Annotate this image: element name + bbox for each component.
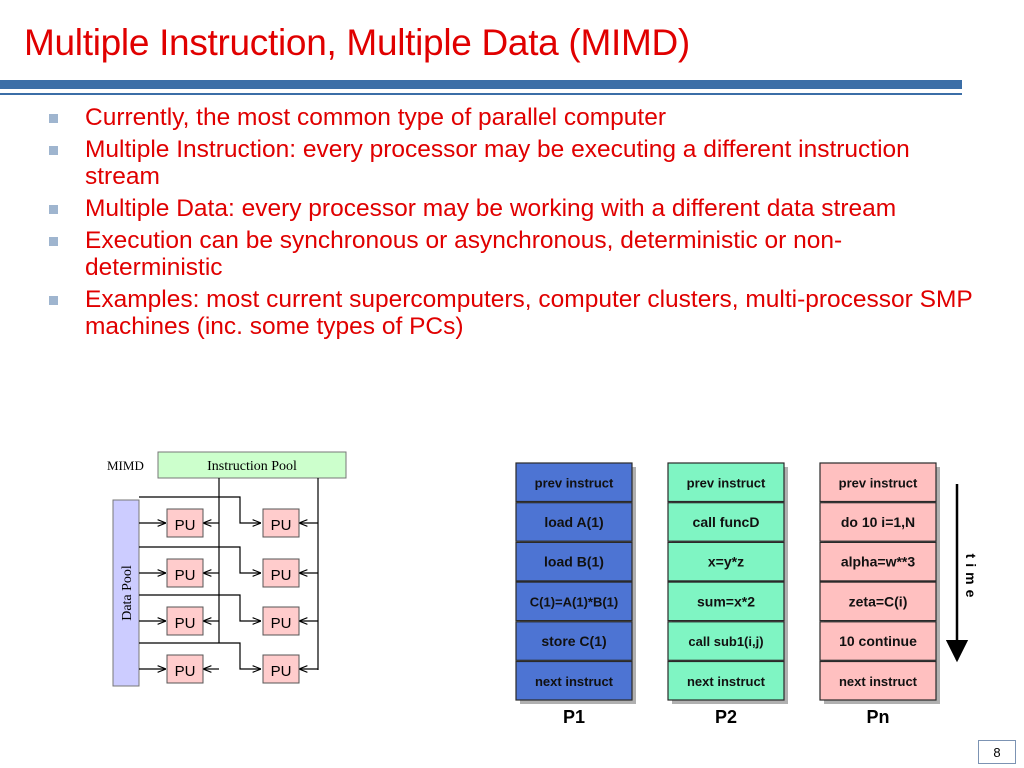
processor-label: Pn (866, 707, 889, 727)
pu-box (166, 558, 204, 588)
instruction-cell (515, 541, 633, 582)
processor-label: P1 (563, 707, 585, 727)
instruction-text: x=y*z (708, 554, 744, 570)
instruction-cell (515, 581, 633, 622)
instruction-text: do 10 i=1,N (841, 514, 915, 530)
connector-lines (139, 496, 318, 669)
bullet-item: Multiple Instruction: every processor ma… (47, 136, 977, 190)
pu-label: PU (271, 615, 292, 632)
instruction-pool-label: Instruction Pool (207, 459, 297, 474)
pu-label: PU (175, 567, 196, 584)
instruction-cell (819, 660, 937, 701)
instruction-text: next instruct (687, 674, 766, 689)
instruction-cell (667, 660, 785, 701)
instruction-text: call sub1(i,j) (688, 634, 763, 649)
instruction-cell (819, 581, 937, 622)
instruction-cell (667, 502, 785, 542)
instruction-cell (819, 541, 937, 582)
instruction-cell (819, 462, 937, 503)
instruction-text: load A(1) (544, 514, 603, 530)
instruction-text: next instruct (839, 674, 918, 689)
processor-label: P2 (715, 707, 737, 727)
bullet-text: Execution can be synchronous or asynchro… (85, 227, 843, 281)
bullet-square-icon (49, 296, 58, 305)
bullet-text: Multiple Data: every processor may be wo… (85, 195, 897, 222)
instruction-text: sum=x*2 (697, 593, 755, 609)
instruction-lines (218, 478, 319, 670)
pu-label: PU (175, 615, 196, 632)
instruction-cell (667, 462, 785, 503)
bullet-text: Examples: most current supercomputers, c… (85, 286, 973, 340)
instruction-text: prev instruct (839, 475, 918, 490)
pu-label: PU (271, 517, 292, 534)
processor-streams: prev instruct load A(1) load B(1) C(1)=A(1)… (515, 462, 940, 727)
bullet-text: Currently, the most common type of paral… (85, 104, 666, 131)
instruction-text: alpha=w**3 (841, 554, 916, 570)
instruction-pool-box (157, 451, 347, 479)
bullet-item: Execution can be synchronous or asynchro… (47, 227, 977, 281)
instruction-text: next instruct (535, 674, 614, 689)
instruction-cell (667, 541, 785, 582)
instruction-text: store C(1) (541, 633, 606, 649)
instruction-text: C(1)=A(1)*B(1) (530, 594, 618, 609)
pu-box (262, 508, 300, 538)
data-pool-box (112, 499, 140, 687)
data-pool-label: Data Pool (120, 565, 135, 621)
instruction-cell (515, 462, 633, 503)
pu-box (262, 654, 300, 684)
bullet-item: Currently, the most common type of paral… (47, 104, 977, 131)
instruction-cell (667, 621, 785, 661)
bullet-square-icon (49, 114, 58, 123)
pu-box (262, 606, 300, 636)
instruction-text: load B(1) (544, 554, 604, 570)
title-rule-thin (0, 93, 962, 95)
bullet-square-icon (49, 205, 58, 214)
slide-title: Multiple Instruction, Multiple Data (MIM… (24, 22, 690, 63)
instruction-text: call funcD (693, 514, 760, 530)
pu-label: PU (271, 567, 292, 584)
bullet-item: Multiple Data: every processor may be wo… (47, 195, 977, 222)
pu-label: PU (175, 517, 196, 534)
time-label: time (963, 554, 979, 603)
pu-box (166, 654, 204, 684)
instruction-text: zeta=C(i) (849, 593, 908, 609)
instruction-cell (515, 502, 633, 542)
instruction-text: prev instruct (535, 475, 614, 490)
instruction-cell (515, 621, 633, 661)
instruction-text: 10 continue (839, 633, 917, 649)
pu-label: PU (175, 663, 196, 680)
bullet-square-icon (49, 237, 58, 246)
instruction-cell (819, 621, 937, 661)
pu-box (262, 558, 300, 588)
mimd-architecture-diagram: MIMD Instruction Pool Data Pool (107, 451, 347, 687)
pu-box (166, 508, 204, 538)
time-axis: time (945, 484, 979, 663)
pu-box (166, 606, 204, 636)
bullet-text: Multiple Instruction: every processor ma… (85, 136, 910, 190)
pu-grid: PU PU PU PU PU PU PU PU (166, 508, 300, 684)
page-number: 8 (978, 740, 1016, 764)
title-rule-thick (0, 80, 962, 89)
pu-label: PU (271, 663, 292, 680)
bullet-square-icon (49, 146, 58, 155)
instruction-cell (819, 502, 937, 542)
instruction-cell (667, 581, 785, 622)
instruction-text: prev instruct (687, 475, 766, 490)
instruction-cell (515, 660, 633, 701)
mimd-label: MIMD (107, 458, 144, 473)
bullet-list: Currently, the most common type of paral… (47, 104, 977, 345)
bullet-item: Examples: most current supercomputers, c… (47, 286, 977, 340)
